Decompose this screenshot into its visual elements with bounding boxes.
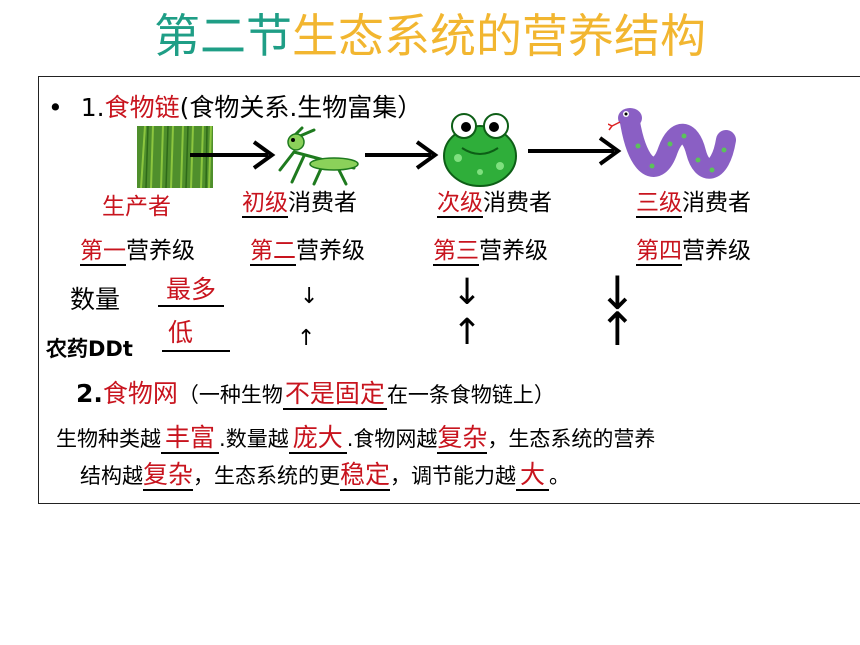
snake-image	[607, 100, 738, 190]
bullet: •	[48, 93, 63, 122]
role-producer: 生产者	[102, 194, 171, 220]
chain-arrow-2	[365, 140, 439, 170]
section2-answer: 不是固定	[282, 379, 387, 410]
quantity-answer: 最多	[158, 275, 224, 307]
section1-heading: • 1.食物链(食物关系.生物富集）	[48, 88, 422, 124]
chain-arrow-1	[190, 140, 276, 170]
quantity-arrow-small: ↓	[300, 284, 319, 309]
role-tertiary-consumer: 三级消费者	[636, 183, 751, 219]
page-title: 第二节生态系统的营养结构	[0, 6, 860, 66]
quantity-arrow-medium: ↓	[452, 272, 483, 313]
chain-arrow-3	[528, 136, 622, 166]
title-part2: 生态系统的营养结构	[292, 9, 706, 63]
grass-image	[137, 125, 213, 189]
section1-keyword: 食物链	[104, 93, 180, 122]
summary-line2: 结构越复杂，生态系统的更稳定，调节能力越大。	[80, 460, 571, 491]
content-box	[38, 76, 860, 504]
section2-number: 2.	[76, 379, 103, 408]
level-fourth: 第四营养级	[636, 231, 751, 267]
section1-open: (	[179, 93, 190, 122]
role-secondary-consumer: 次级消费者	[437, 183, 552, 219]
level-third: 第三营养级	[433, 231, 548, 267]
frog-image	[434, 110, 526, 190]
pesticide-arrow-small: ↑	[297, 326, 316, 351]
summary-line1: 生物种类越丰富.数量越庞大.食物网越复杂，生态系统的营养	[56, 423, 656, 454]
mantis-image	[274, 126, 366, 186]
pesticide-arrow-large: ↑	[598, 302, 637, 356]
section1-number: 1.	[80, 93, 105, 122]
pesticide-arrow-medium: ↑	[452, 312, 483, 353]
pesticide-label: 农药DDt	[46, 337, 133, 361]
section2-keyword: 食物网	[102, 379, 178, 408]
role-primary-consumer: 初级消费者	[242, 183, 357, 219]
section2-post: 在一条食物链上）	[386, 383, 555, 407]
section2-pre: （一种生物	[177, 383, 283, 407]
quantity-label: 数量	[70, 285, 121, 314]
section2-heading: 2.食物网（一种生物不是固定在一条食物链上）	[76, 374, 555, 410]
quantity-arrow-large: ↓	[598, 266, 637, 320]
level-first: 第一营养级	[80, 231, 195, 267]
title-part1: 第二节	[154, 9, 292, 63]
level-second: 第二营养级	[250, 231, 365, 267]
pesticide-answer: 低	[162, 315, 230, 352]
section1-detail: 食物关系.生物富集）	[189, 93, 423, 122]
